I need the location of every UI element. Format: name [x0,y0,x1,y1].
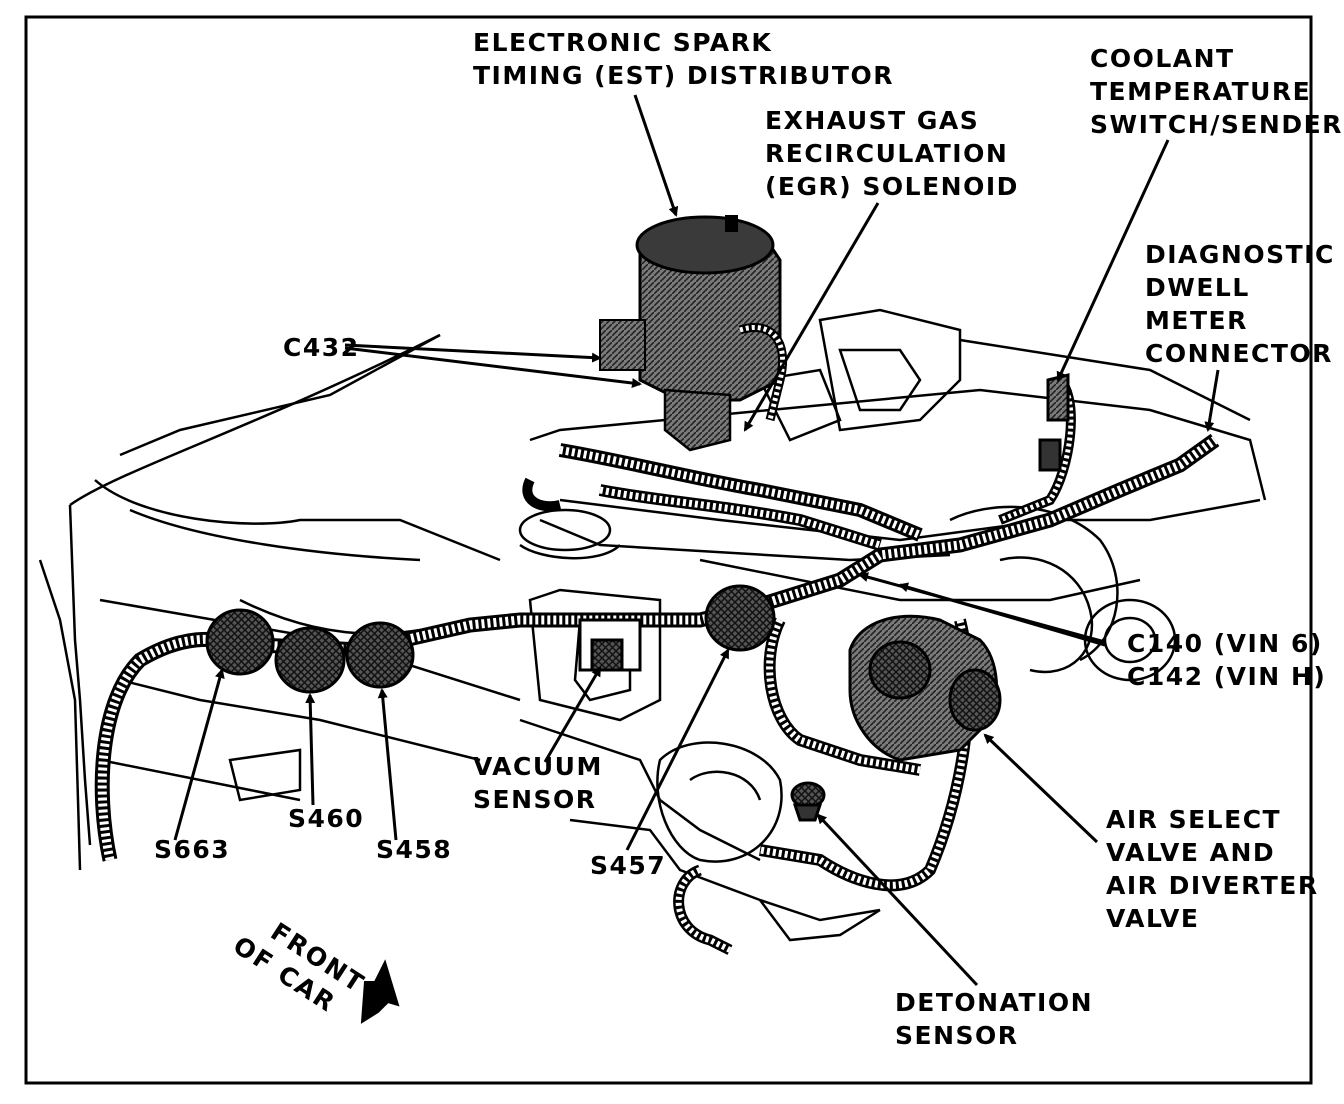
leader-arrows [173,94,1220,987]
splice-s663 [205,608,275,676]
front-arrow-icon [360,959,400,1024]
border [24,15,1313,1085]
splice-s457 [704,584,776,652]
arrow-c432-b [344,346,642,388]
arrow-vacuum-sensor [543,666,602,763]
arrow-dwell-connector [1204,369,1220,432]
label-c140-c142: C140 (VIN 6) C142 (VIN H) [1127,629,1327,691]
arrow-egr-solenoid [743,202,880,432]
arrow-air-valve [983,733,1099,844]
label-vacuum-sensor: VACUUM SENSOR [473,752,603,814]
label-coolant-switch: COOLANT TEMPERATURE SWITCH/SENDER [1090,44,1343,139]
label-egr-solenoid: EXHAUST GAS RECIRCULATION (EGR) SOLENOID [765,106,1019,201]
vacuum-sensor [578,618,642,672]
arrow-s457 [625,648,730,851]
label-s458: S458 [376,835,453,864]
label-detonation-sensor: DETONATION SENSOR [895,988,1093,1050]
distributor [599,215,782,452]
fender-outline [38,333,521,871]
arrow-s663 [173,668,225,841]
engine-block [518,308,1267,942]
arrow-detonation-sensor [816,813,979,987]
label-dwell-connector: DIAGNOSTIC DWELL METER CONNECTOR [1145,240,1335,368]
arrow-s458 [377,688,398,841]
arrow-s460 [305,693,316,806]
arrow-c432-a [344,343,602,363]
label-s457: S457 [590,851,667,880]
arrow-est-distributor [633,94,679,217]
label-c432: C432 [283,333,360,362]
label-est-distributor: ELECTRONIC SPARK TIMING (EST) DISTRIBUTO… [473,28,894,90]
label-s663: S663 [154,835,231,864]
splice-s460 [274,626,346,694]
arrow-c140-b [898,582,1106,647]
label-s460: S460 [288,804,365,833]
arrow-coolant-switch [1056,139,1170,382]
air-valve [848,614,1002,762]
detonation-sensor [790,781,826,822]
splice-s458 [345,621,415,689]
label-air-valve: AIR SELECT VALVE AND AIR DIVERTER VALVE [1106,805,1319,933]
splice-grommets [205,584,776,694]
